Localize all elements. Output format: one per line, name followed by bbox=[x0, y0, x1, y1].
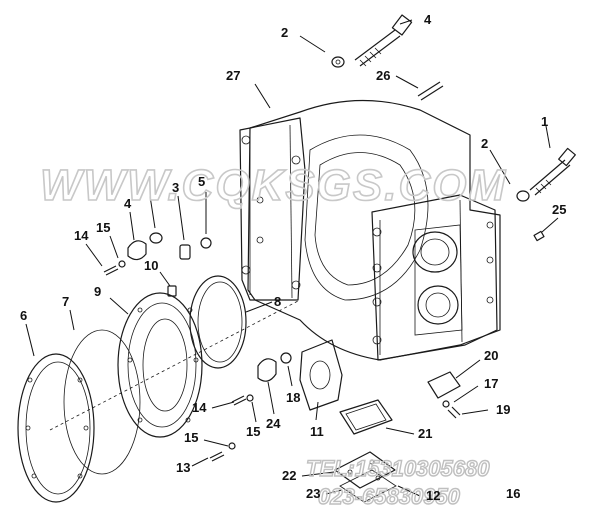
gasket-20 bbox=[427, 371, 461, 399]
cover-4 bbox=[127, 240, 147, 261]
callout-4-left: 4 bbox=[124, 196, 132, 211]
callout-11: 11 bbox=[310, 424, 324, 439]
cover-24 bbox=[257, 358, 277, 382]
watermark-tel: TEL:15310305680 bbox=[306, 456, 490, 481]
washer-15b bbox=[246, 394, 254, 402]
watermark-phone: 023-65830950 bbox=[318, 484, 461, 509]
callout-1: 1 bbox=[541, 114, 548, 129]
seal-8 bbox=[189, 275, 247, 369]
oring-3b bbox=[149, 232, 163, 244]
gasket-23 bbox=[339, 469, 397, 503]
callout-15-lower: 15 bbox=[246, 424, 260, 439]
callout-2: 2 bbox=[281, 25, 288, 40]
plug-25 bbox=[533, 230, 545, 242]
callout-25: 25 bbox=[552, 202, 566, 217]
washer-15c bbox=[228, 442, 236, 450]
callout-6: 6 bbox=[20, 308, 27, 323]
flywheel-housing bbox=[239, 99, 501, 361]
callout-21: 21 bbox=[418, 426, 432, 441]
long-bolt-4 bbox=[354, 14, 413, 67]
callout-4: 4 bbox=[424, 12, 432, 27]
callout-26: 26 bbox=[376, 68, 390, 83]
screw-19 bbox=[447, 406, 461, 419]
callout-9: 9 bbox=[94, 284, 101, 299]
callout-14-lower: 14 bbox=[192, 400, 207, 415]
callout-20: 20 bbox=[484, 348, 498, 363]
callout-27: 27 bbox=[226, 68, 240, 83]
callout-15-bottom: 15 bbox=[184, 430, 198, 445]
callout-7: 7 bbox=[62, 294, 69, 309]
callout-15: 15 bbox=[96, 220, 110, 235]
callout-18: 18 bbox=[286, 390, 300, 405]
washer-17 bbox=[442, 400, 450, 408]
callout-labels: 2 4 27 26 1 2 25 3 5 4 15 14 10 9 8 7 6 … bbox=[20, 12, 566, 503]
callout-12: 12 bbox=[426, 488, 440, 503]
callout-22: 22 bbox=[282, 468, 296, 483]
screw-14b bbox=[231, 395, 247, 406]
leader-lines bbox=[25, 19, 559, 497]
callout-5: 5 bbox=[198, 174, 205, 189]
callout-3: 3 bbox=[172, 180, 179, 195]
callout-17: 17 bbox=[484, 376, 498, 391]
callout-2-right: 2 bbox=[481, 136, 488, 151]
screw-14a bbox=[103, 265, 119, 276]
gasket-11 bbox=[299, 339, 343, 411]
watermark-site: WWW.CQKSGS.COM bbox=[40, 161, 507, 210]
dowel-3 bbox=[179, 244, 191, 260]
seal-housing-9 bbox=[117, 292, 203, 438]
callout-10: 10 bbox=[144, 258, 158, 273]
oring-7 bbox=[63, 329, 141, 475]
stud-26 bbox=[417, 81, 444, 101]
washer-2a bbox=[331, 56, 345, 68]
oring-18 bbox=[280, 352, 292, 364]
callout-8: 8 bbox=[274, 294, 281, 309]
callout-24: 24 bbox=[266, 416, 281, 431]
callout-14: 14 bbox=[74, 228, 89, 243]
plate-21 bbox=[339, 399, 393, 435]
callout-23: 23 bbox=[306, 486, 320, 501]
callout-13: 13 bbox=[176, 460, 190, 475]
washer-2b bbox=[516, 190, 530, 202]
cover-plate-22 bbox=[334, 451, 396, 489]
oring-5 bbox=[200, 237, 212, 249]
callout-16: 16 bbox=[506, 486, 520, 501]
screw-13 bbox=[209, 451, 225, 462]
bolt-1 bbox=[529, 147, 576, 196]
gasket-6 bbox=[17, 353, 95, 503]
washer-15a bbox=[118, 260, 126, 268]
callout-19: 19 bbox=[496, 402, 510, 417]
